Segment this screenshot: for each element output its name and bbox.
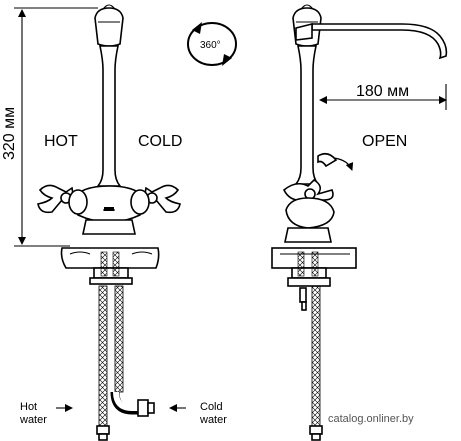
height-label: 320 мм: [1, 107, 18, 160]
cold-water-line2: water: [199, 414, 227, 426]
rotation-360-icon: 360°: [187, 22, 237, 66]
faucet-front: [37, 4, 181, 441]
cold-water-line1: Cold: [200, 401, 223, 413]
cold-water-callout: Cold water: [169, 401, 227, 426]
watermark-text: catalog.onliner.by: [328, 413, 414, 425]
faucet-side: 180 мм: [271, 4, 448, 441]
hot-water-callout: Hot water: [19, 401, 73, 426]
height-dimension: 320 мм: [1, 7, 98, 247]
open-label: OPEN: [362, 133, 407, 150]
reach-label: 180 мм: [356, 83, 409, 100]
cold-label: COLD: [138, 133, 182, 150]
hot-label: HOT: [44, 133, 78, 150]
rotation-label: 360°: [200, 40, 221, 51]
hot-water-line2: water: [19, 414, 47, 426]
hot-water-line1: Hot: [20, 401, 37, 413]
